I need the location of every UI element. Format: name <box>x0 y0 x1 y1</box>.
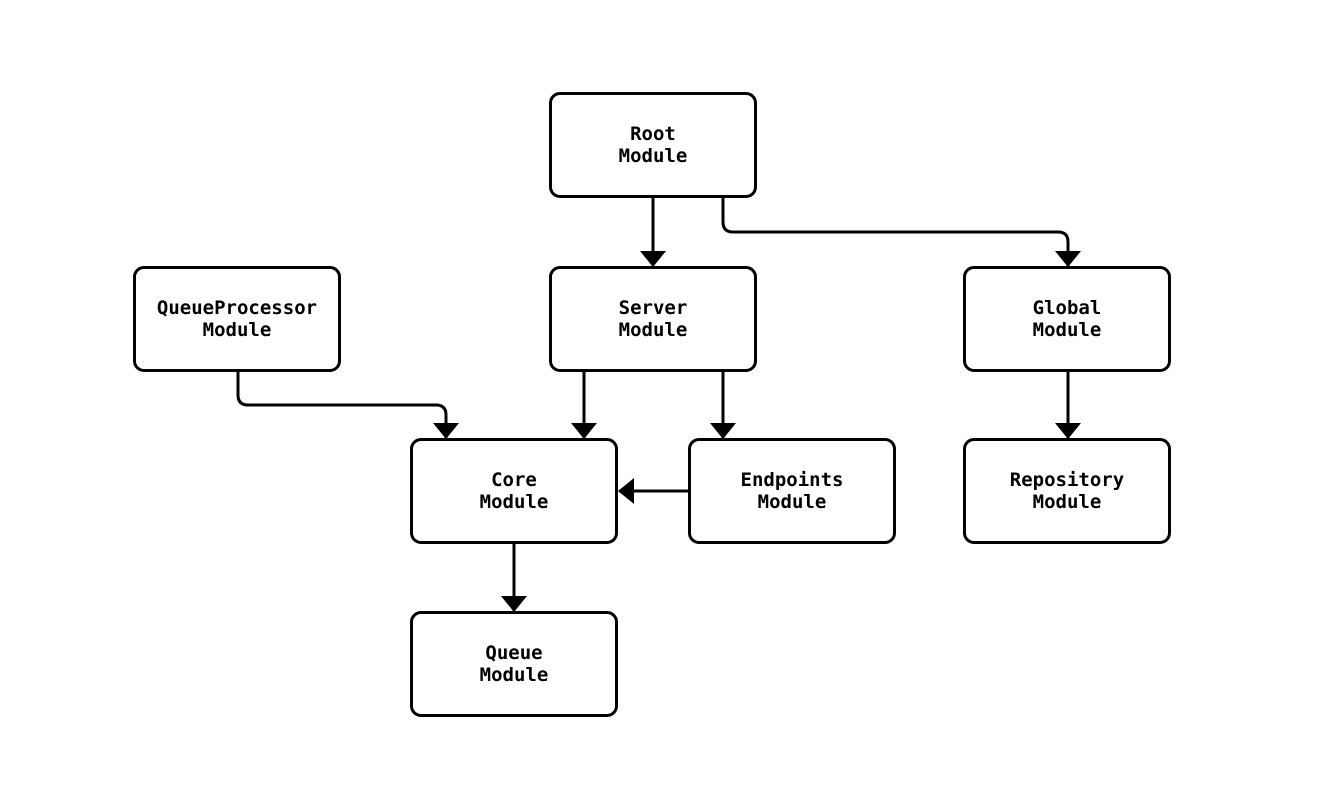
node-global-module: Global Module <box>963 266 1171 372</box>
node-root-module: Root Module <box>549 92 757 198</box>
node-server-module: Server Module <box>549 266 757 372</box>
node-queueprocessor-module: QueueProcessor Module <box>133 266 341 372</box>
node-repository-module: Repository Module <box>963 438 1171 544</box>
node-queue-module: Queue Module <box>410 611 618 717</box>
edge-queueprocessor-to-core <box>236 372 459 439</box>
node-core-module: Core Module <box>410 438 618 544</box>
node-endpoints-module: Endpoints Module <box>688 438 896 544</box>
edge-root-to-global <box>721 197 1081 267</box>
